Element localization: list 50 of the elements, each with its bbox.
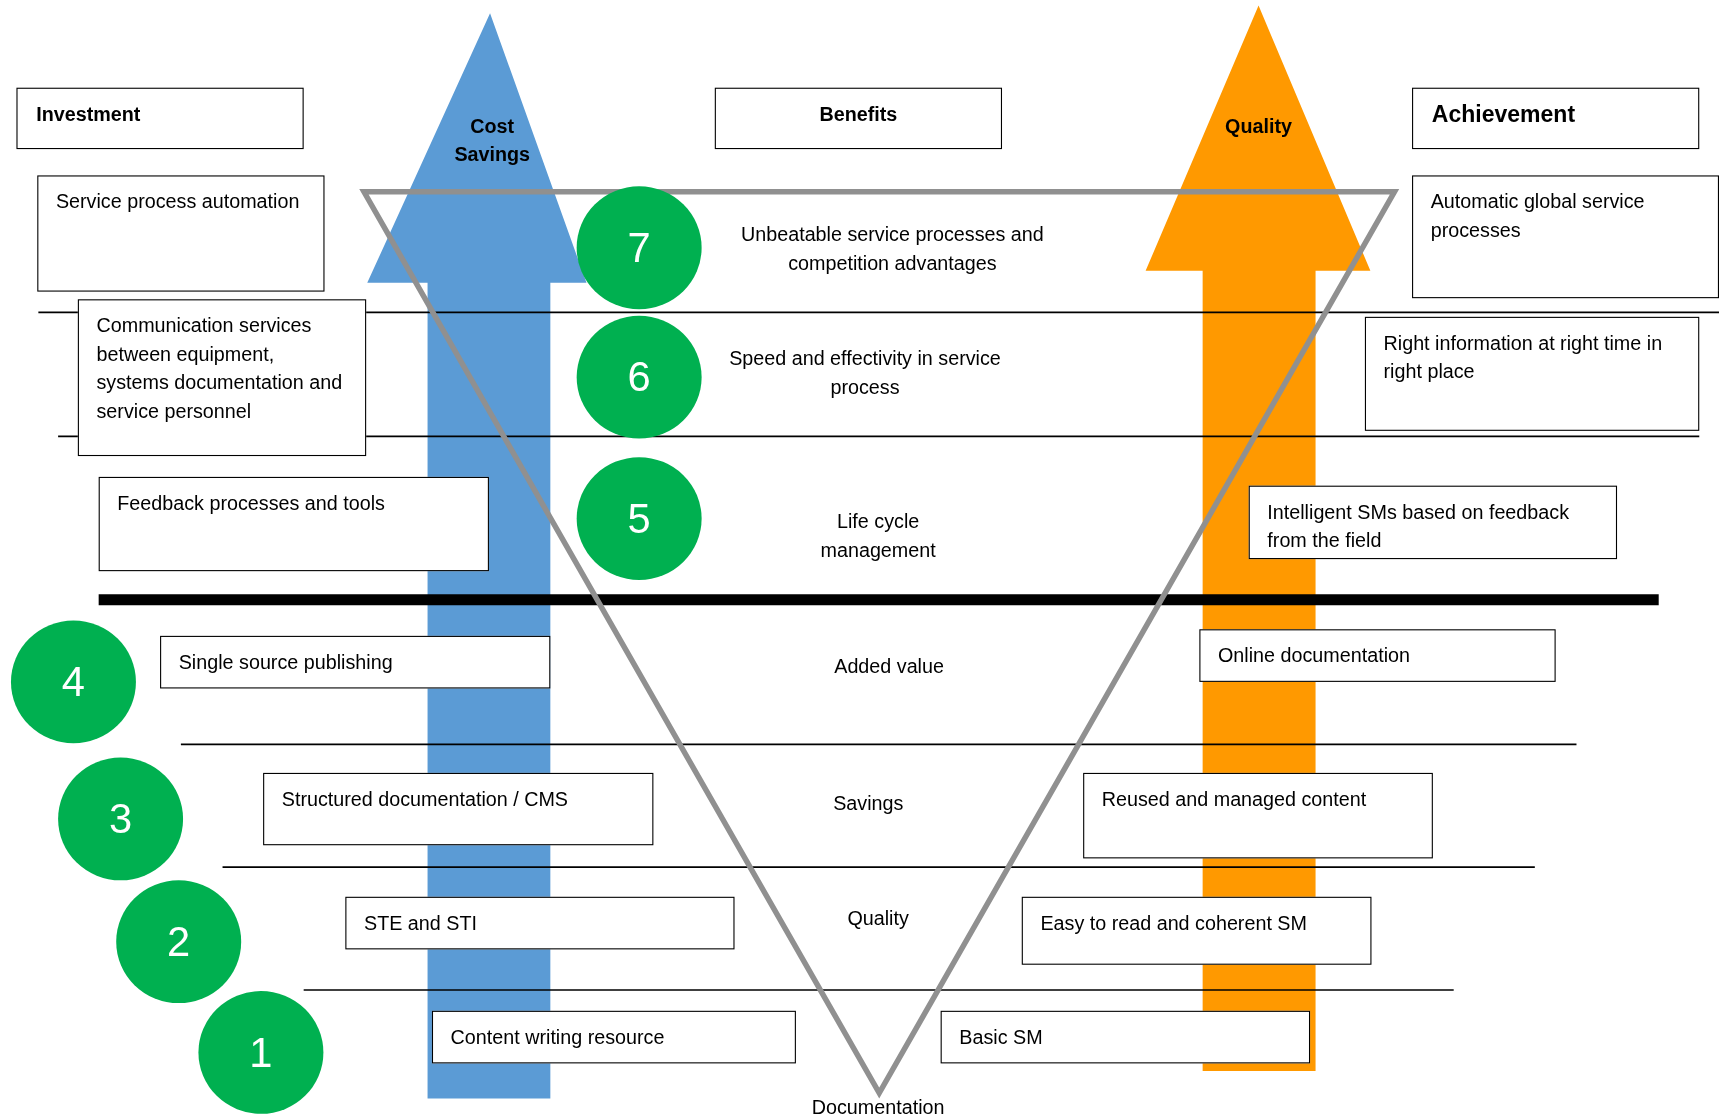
text-box — [98, 476, 489, 572]
benefit-text: Unbeatable service processes and competition advantages — [740, 222, 1045, 277]
text-box — [37, 175, 325, 292]
header-box — [714, 87, 1002, 150]
box-text: Communication services between equipment, systems documentation and service personnel — [95, 313, 344, 425]
arrow-label: Cost Savings — [453, 114, 531, 168]
box-text: Single source publishing — [177, 650, 394, 676]
box-text: Automatic global service processes — [1429, 189, 1646, 244]
box-text: Structured documentation / CMS — [280, 787, 569, 813]
text-box — [263, 772, 654, 846]
box-text: Feedback processes and tools — [116, 491, 386, 517]
text-box — [1199, 629, 1556, 682]
text-box — [77, 299, 367, 457]
column-heading: Investment — [35, 102, 142, 127]
header-box — [16, 87, 304, 150]
benefit-text: Speed and effectivity in service process — [728, 346, 1002, 400]
box-text: Reused and managed content — [1100, 787, 1368, 813]
box-text: Intelligent SMs based on feedback from the field — [1266, 500, 1570, 554]
benefit-text: Added value — [833, 654, 945, 680]
apex-label: Documentation — [810, 1095, 946, 1118]
arrow-label: Quality — [1224, 114, 1293, 140]
step-number: 5 — [627, 495, 651, 543]
step-number: 7 — [627, 224, 651, 272]
box-text: Online documentation — [1217, 643, 1411, 669]
step-number: 2 — [167, 918, 191, 966]
text-box — [1021, 896, 1372, 965]
column-heading: Achievement — [1430, 99, 1577, 129]
text-box — [1083, 772, 1433, 859]
benefit-text: Quality — [846, 906, 910, 932]
box-text: STE and STI — [362, 911, 478, 937]
text-box — [1248, 485, 1618, 560]
step-number: 3 — [109, 795, 133, 843]
box-text: Service process automation — [54, 189, 301, 215]
box-text: Basic SM — [958, 1025, 1044, 1051]
column-heading: Benefits — [818, 102, 899, 127]
step-number: 1 — [249, 1028, 273, 1076]
text-box — [431, 1010, 796, 1064]
box-text: Easy to read and coherent SM — [1039, 911, 1308, 937]
benefit-text: Life cycle management — [819, 509, 937, 564]
benefit-text: Savings — [832, 791, 905, 817]
text-box — [160, 635, 551, 689]
box-text: Right information at right time in right place — [1382, 331, 1664, 385]
box-text: Content writing resource — [449, 1025, 666, 1051]
text-box — [940, 1010, 1311, 1064]
text-box — [345, 896, 735, 950]
step-number: 6 — [627, 353, 651, 401]
header-box — [1412, 87, 1700, 150]
text-box — [1412, 175, 1719, 299]
text-box — [1364, 316, 1700, 431]
step-number: 4 — [61, 658, 86, 706]
